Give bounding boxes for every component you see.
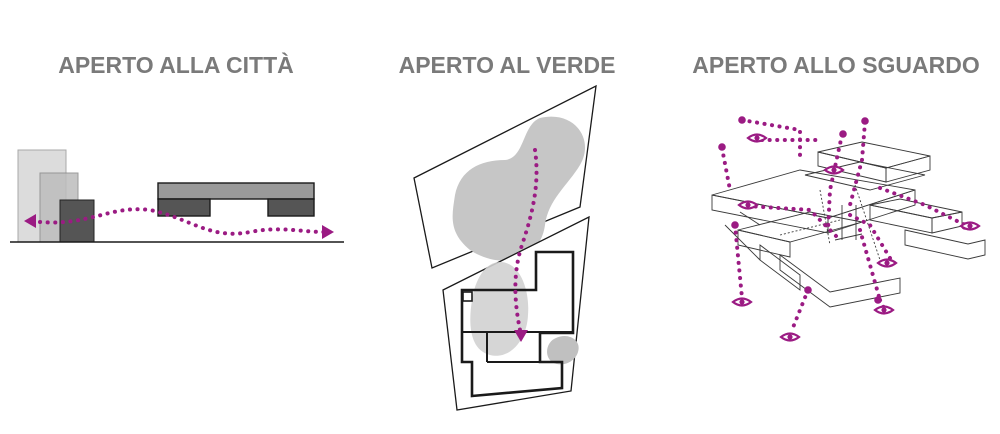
sight-lines [720, 118, 967, 332]
title-open-to-green: APERTO AL VERDE [398, 52, 616, 78]
path-dotted-green [513, 148, 539, 332]
eye-icon [823, 165, 845, 175]
eye-icon [873, 305, 895, 315]
arrowhead-icon [322, 225, 334, 239]
building-footprint-detail [462, 291, 473, 302]
title-open-to-city: APERTO ALLA CITTÀ [58, 52, 294, 78]
path-dotted-city [38, 207, 327, 236]
arrowhead-icon [514, 330, 528, 342]
green-area-upper [452, 116, 586, 261]
bridge-building-upper [157, 182, 315, 200]
arrowhead-icon [24, 214, 36, 228]
green-area-small [547, 335, 579, 365]
panel-view [711, 116, 986, 342]
viewpoint-dots [718, 116, 969, 304]
axonometric-building [711, 141, 986, 308]
eye-icon [779, 332, 801, 342]
eye-icon [959, 221, 981, 231]
eye-icon [737, 200, 759, 210]
bridge-building-right-block [267, 198, 315, 217]
title-open-to-view: APERTO ALLO SGUARDO [692, 52, 980, 78]
panel-green [413, 84, 597, 411]
eye-icon [876, 258, 898, 268]
panel-city [10, 149, 344, 243]
bridge-building-left-block [157, 198, 211, 217]
eye-icon [731, 297, 753, 307]
eye-icon [746, 133, 768, 143]
